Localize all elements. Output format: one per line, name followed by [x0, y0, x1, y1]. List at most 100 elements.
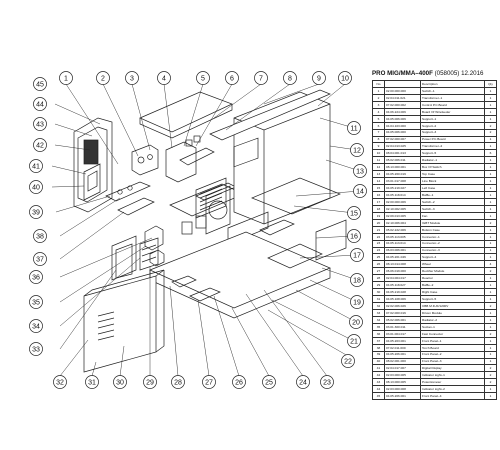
- bottom-case: [149, 231, 331, 319]
- cell-qty: 1: [484, 163, 497, 172]
- cell-code: 04.05.206.001: [384, 392, 421, 401]
- callout-number: 20: [352, 320, 360, 327]
- cell-no: 45: [372, 392, 385, 401]
- cell-no: 16: [372, 191, 385, 199]
- cell-description: Baffle–2: [420, 281, 485, 290]
- cell-code: 06.06.019.000: [384, 267, 421, 276]
- cell-code: 08.13.014.008: [384, 260, 421, 269]
- cell-code: 06.03.006.001: [384, 246, 421, 255]
- cell-description: Connector–2: [420, 239, 485, 248]
- callout-number: 33: [32, 347, 40, 354]
- callout-circle: [33, 229, 47, 243]
- callout-17: 17: [350, 248, 364, 262]
- callout-circle: [349, 315, 363, 329]
- cell-code: 07.02.000.002: [384, 100, 421, 109]
- cell-no: 28: [372, 274, 385, 283]
- callout-number: 23: [323, 380, 331, 387]
- cell-description: Front Panel–3: [420, 357, 485, 366]
- cell-no: 32: [372, 302, 385, 310]
- cell-qty: 1: [484, 197, 497, 206]
- cell-no: 27: [372, 267, 385, 276]
- callout-number: 3: [130, 76, 134, 83]
- cell-no: 37: [372, 336, 385, 345]
- fan-assembly: [205, 137, 269, 245]
- cell-no: 42: [372, 371, 385, 380]
- cell-code: 04.05.219.027: [384, 184, 421, 192]
- callout-circle: [347, 229, 361, 243]
- cell-description: Bottom Case: [420, 225, 485, 234]
- cell-code: 08.13.000.005: [384, 378, 421, 387]
- cell-description: Switch–2: [420, 197, 485, 206]
- callout-number: 19: [353, 300, 361, 307]
- cell-qty: 2: [484, 128, 497, 137]
- callout-circle: [33, 77, 47, 91]
- cell-description: Front Panel–1: [420, 336, 485, 345]
- cell-qty: 2: [484, 371, 497, 380]
- callout-circle: [33, 138, 47, 152]
- callout-number: 42: [36, 143, 44, 150]
- callout-15: 15: [347, 206, 361, 220]
- cell-no: 11: [372, 156, 385, 165]
- callout-number: 30: [116, 380, 124, 387]
- callout-circle: [350, 143, 364, 157]
- cell-no: 6: [372, 121, 385, 130]
- cell-qty: 2: [484, 329, 497, 338]
- cell-description: Box Of Switch: [420, 163, 485, 172]
- callout-7: 7: [254, 71, 268, 85]
- callout-13: 13: [353, 164, 367, 178]
- cell-no: 10: [372, 149, 385, 158]
- cell-qty: 1: [484, 343, 497, 352]
- callout-circle: [347, 121, 361, 135]
- cell-code: 04.04.103.000: [384, 121, 421, 130]
- cell-description: Right Case: [420, 288, 485, 297]
- cell-description: IGBT Module: [420, 218, 485, 227]
- callout-32: 32: [53, 375, 67, 389]
- cell-code: 04.05.006.006: [384, 114, 421, 123]
- cell-code: 03.01.004.017: [384, 329, 421, 338]
- callout-number: 15: [350, 211, 358, 218]
- callout-36: 36: [29, 270, 43, 284]
- model-name: PRO MIG/MMA–400F: [372, 70, 433, 77]
- callout-number: 22: [344, 359, 352, 366]
- cell-description: Front Panel–2: [420, 350, 485, 359]
- callout-38: 38: [33, 229, 47, 243]
- cell-qty: 1: [484, 86, 497, 95]
- cell-qty: 2: [484, 364, 497, 373]
- callout-number: 45: [36, 82, 44, 89]
- cell-qty: 1: [484, 246, 497, 255]
- callout-4: 4: [157, 71, 171, 85]
- callout-circle: [262, 375, 276, 389]
- cell-description: Rectifier Module: [420, 267, 485, 276]
- callout-number: 11: [350, 126, 357, 133]
- callout-number: 4: [162, 76, 166, 83]
- cell-qty: 1: [484, 322, 497, 331]
- cell-code: 02.00.000.006: [384, 197, 421, 206]
- right-case: [83, 269, 165, 373]
- cell-code: 08.13.000.001: [384, 163, 421, 172]
- callout-number: 43: [36, 122, 44, 129]
- cell-description: Switch–3: [420, 204, 485, 213]
- callout-number: 8: [288, 76, 292, 83]
- cell-description: Top Case: [420, 170, 485, 179]
- cell-description: Torch Board: [420, 343, 485, 352]
- callout-10: 10: [338, 71, 352, 85]
- callout-5: 5: [196, 71, 210, 85]
- cell-no: 3: [372, 100, 385, 109]
- cell-qty: 1: [484, 142, 497, 151]
- callout-number: 6: [230, 76, 234, 83]
- cell-description: Control P.C.Board: [420, 100, 485, 109]
- cell-code: 04.05.108.006: [384, 295, 421, 303]
